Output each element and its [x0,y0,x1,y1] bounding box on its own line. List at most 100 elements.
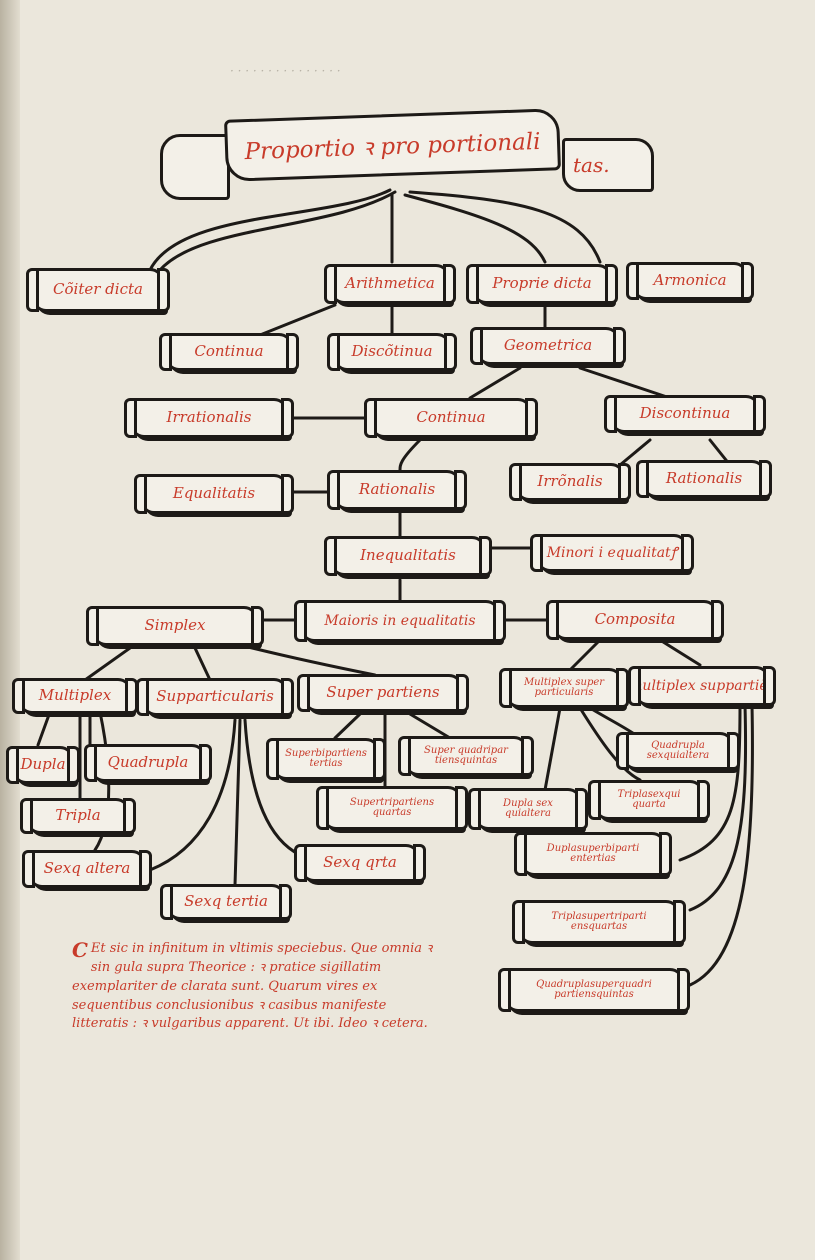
node-coiter-dicta: Cõiter dicta [26,268,170,312]
node-sesquitertia: Sexq tertia [160,884,292,920]
node-label: Maioris in equalitatis [324,612,476,629]
node-label: Inequalitatis [360,546,456,565]
node-geometrica: Geometrica [470,327,626,365]
node-tripla-sesquiquarta: Triplasexqui quarta [588,780,710,820]
node-label: Cõiter dicta [53,280,143,299]
node-supertripartiens: Supertripartiens quartas [316,786,468,830]
node-label: Simplex [144,616,206,635]
msps-tst [688,703,748,912]
note-text: Et sic in infinitum in vltimis speciebus… [72,941,433,1032]
node-dupla: Dupla [6,746,80,784]
node-rationalis-disc: Rationalis [636,460,772,498]
node-label: Sexq tertia [184,892,268,911]
node-inequalitatis: Inequalitatis [324,536,492,576]
node-label: Rationalis [665,469,743,488]
title-text-end: tas. [573,153,610,177]
node-label: Dupla sex quialtera [503,797,553,819]
suppart-sesqtert [233,718,242,887]
node-label: Multiplex [38,686,112,705]
node-label: Armonica [653,271,727,290]
node-quadrupla-sesquialtera: Quadrupla sexquialtera [616,732,740,770]
title-banner: Proportio ꝛ pro portionali [224,108,561,182]
suppart-sesqalt [148,718,237,872]
colophon-note: C Et sic in infinitum in vltimis specieb… [72,940,444,1034]
node-label: Dupla [20,755,66,774]
node-label: multiplex suppartiēs [629,677,775,694]
node-quadrupla-superquadripartiens: Quadruplasuperquadri partiensquintas [498,968,690,1012]
node-super-quadripartiens: Super quadripar tiensquintas [398,736,534,776]
node-label: Super partiens [326,683,440,702]
comp-msps [658,638,702,667]
node-superbipartiens: Superbipartiens tertias [266,738,386,780]
node-label: Arithmetica [345,274,435,293]
msp-dupla [543,706,562,792]
title-text: Proportio ꝛ pro portionali [244,128,541,166]
node-armonica: Armonica [626,262,754,300]
node-label: Triplasupertriparti ensquartas [551,910,647,932]
geom-to-discontinua [578,366,672,400]
node-irrationalis: Irrationalis [124,398,294,438]
node-label: Multiplex super particularis [523,676,605,698]
suppart-sesqqrta [243,718,302,857]
node-maioris-inequalitatis: Maioris in equalitatis [294,600,506,642]
node-sesquiquarta: Sexq qrta [294,844,426,882]
node-tripla: Tripla [20,798,136,834]
node-discontinua-arith: Discõtinua [327,333,457,371]
simplex-suppart [193,646,212,682]
node-continua-geom: Continua [364,398,538,438]
comp-msp [568,638,602,672]
node-label: Discõtinua [351,342,433,361]
continua-to-rationalis [398,438,422,472]
node-label: Super quadripar tiensquintas [424,744,508,766]
node-label: Tripla [55,806,101,825]
node-discontinua-geom: Discontinua [604,395,766,433]
node-proprie-dicta: Proprie dicta [466,264,618,304]
node-label: Proprie dicta [492,274,592,293]
root-to-armonica [408,190,602,264]
node-label: Continua [416,408,486,427]
title-banner-tail: tas. [562,138,654,192]
simplex-superpart [238,643,377,677]
node-sesquialtera: Sexq altera [22,850,152,888]
node-equalitatis: Equalitatis [134,474,294,514]
sp-bi [333,712,362,740]
node-label: Sexq altera [43,859,131,878]
root-to-coiter [148,188,392,272]
node-label: Composita [594,610,676,629]
node-rationalis: Rationalis [327,470,467,510]
node-super-partiens: Super partiens [297,674,469,712]
root-to-proprie [403,193,547,264]
node-label: Minori i equalitatꝭ [546,544,678,561]
node-label: Supparticularis [156,687,274,706]
node-simplex: Simplex [86,606,264,646]
root-to-coiter-2 [158,190,397,272]
node-continua-arith: Continua [159,333,299,371]
node-label: Equalitatis [172,484,256,503]
node-quadrupla: Quadrupla [84,744,212,782]
node-minoris-inequalitatis: Minori i equalitatꝭ [530,534,694,572]
msps-qsq [688,703,754,987]
node-label: Rationalis [358,480,436,499]
node-label: Duplasuperbiparti entertias [546,842,640,864]
node-label: Quadruplasuperquadri partiensquintas [536,978,652,1000]
initial-capital: C [72,938,88,962]
node-composita: Composita [546,600,724,640]
node-label: Continua [194,342,264,361]
node-label: Triplasexqui quarta [617,788,681,810]
node-label: Quadrupla sexquialtera [646,739,710,761]
node-dupla-sesquialtera: Dupla sex quialtera [468,788,588,830]
node-label: Sexq qrta [323,853,397,872]
bleed-through-running-head: · · · · · · · · · · · · · · · [230,64,341,78]
multiplex-sesq [93,710,111,852]
banner-scroll-left [160,134,230,200]
node-label: Discontinua [639,404,731,423]
node-multiplex-suppartiens: multiplex suppartiēs [628,666,776,706]
simplex-multiplex [83,646,132,682]
arith-to-continua [258,303,337,337]
geom-to-continua [468,366,522,400]
node-label: Superbipartiens tertias [285,747,367,769]
node-multiplex-superparticularis: Multiplex super particularis [499,668,629,708]
node-tripla-supertripartiens: Triplasupertriparti ensquartas [512,900,686,944]
node-supparticularis: Supparticularis [136,678,294,716]
